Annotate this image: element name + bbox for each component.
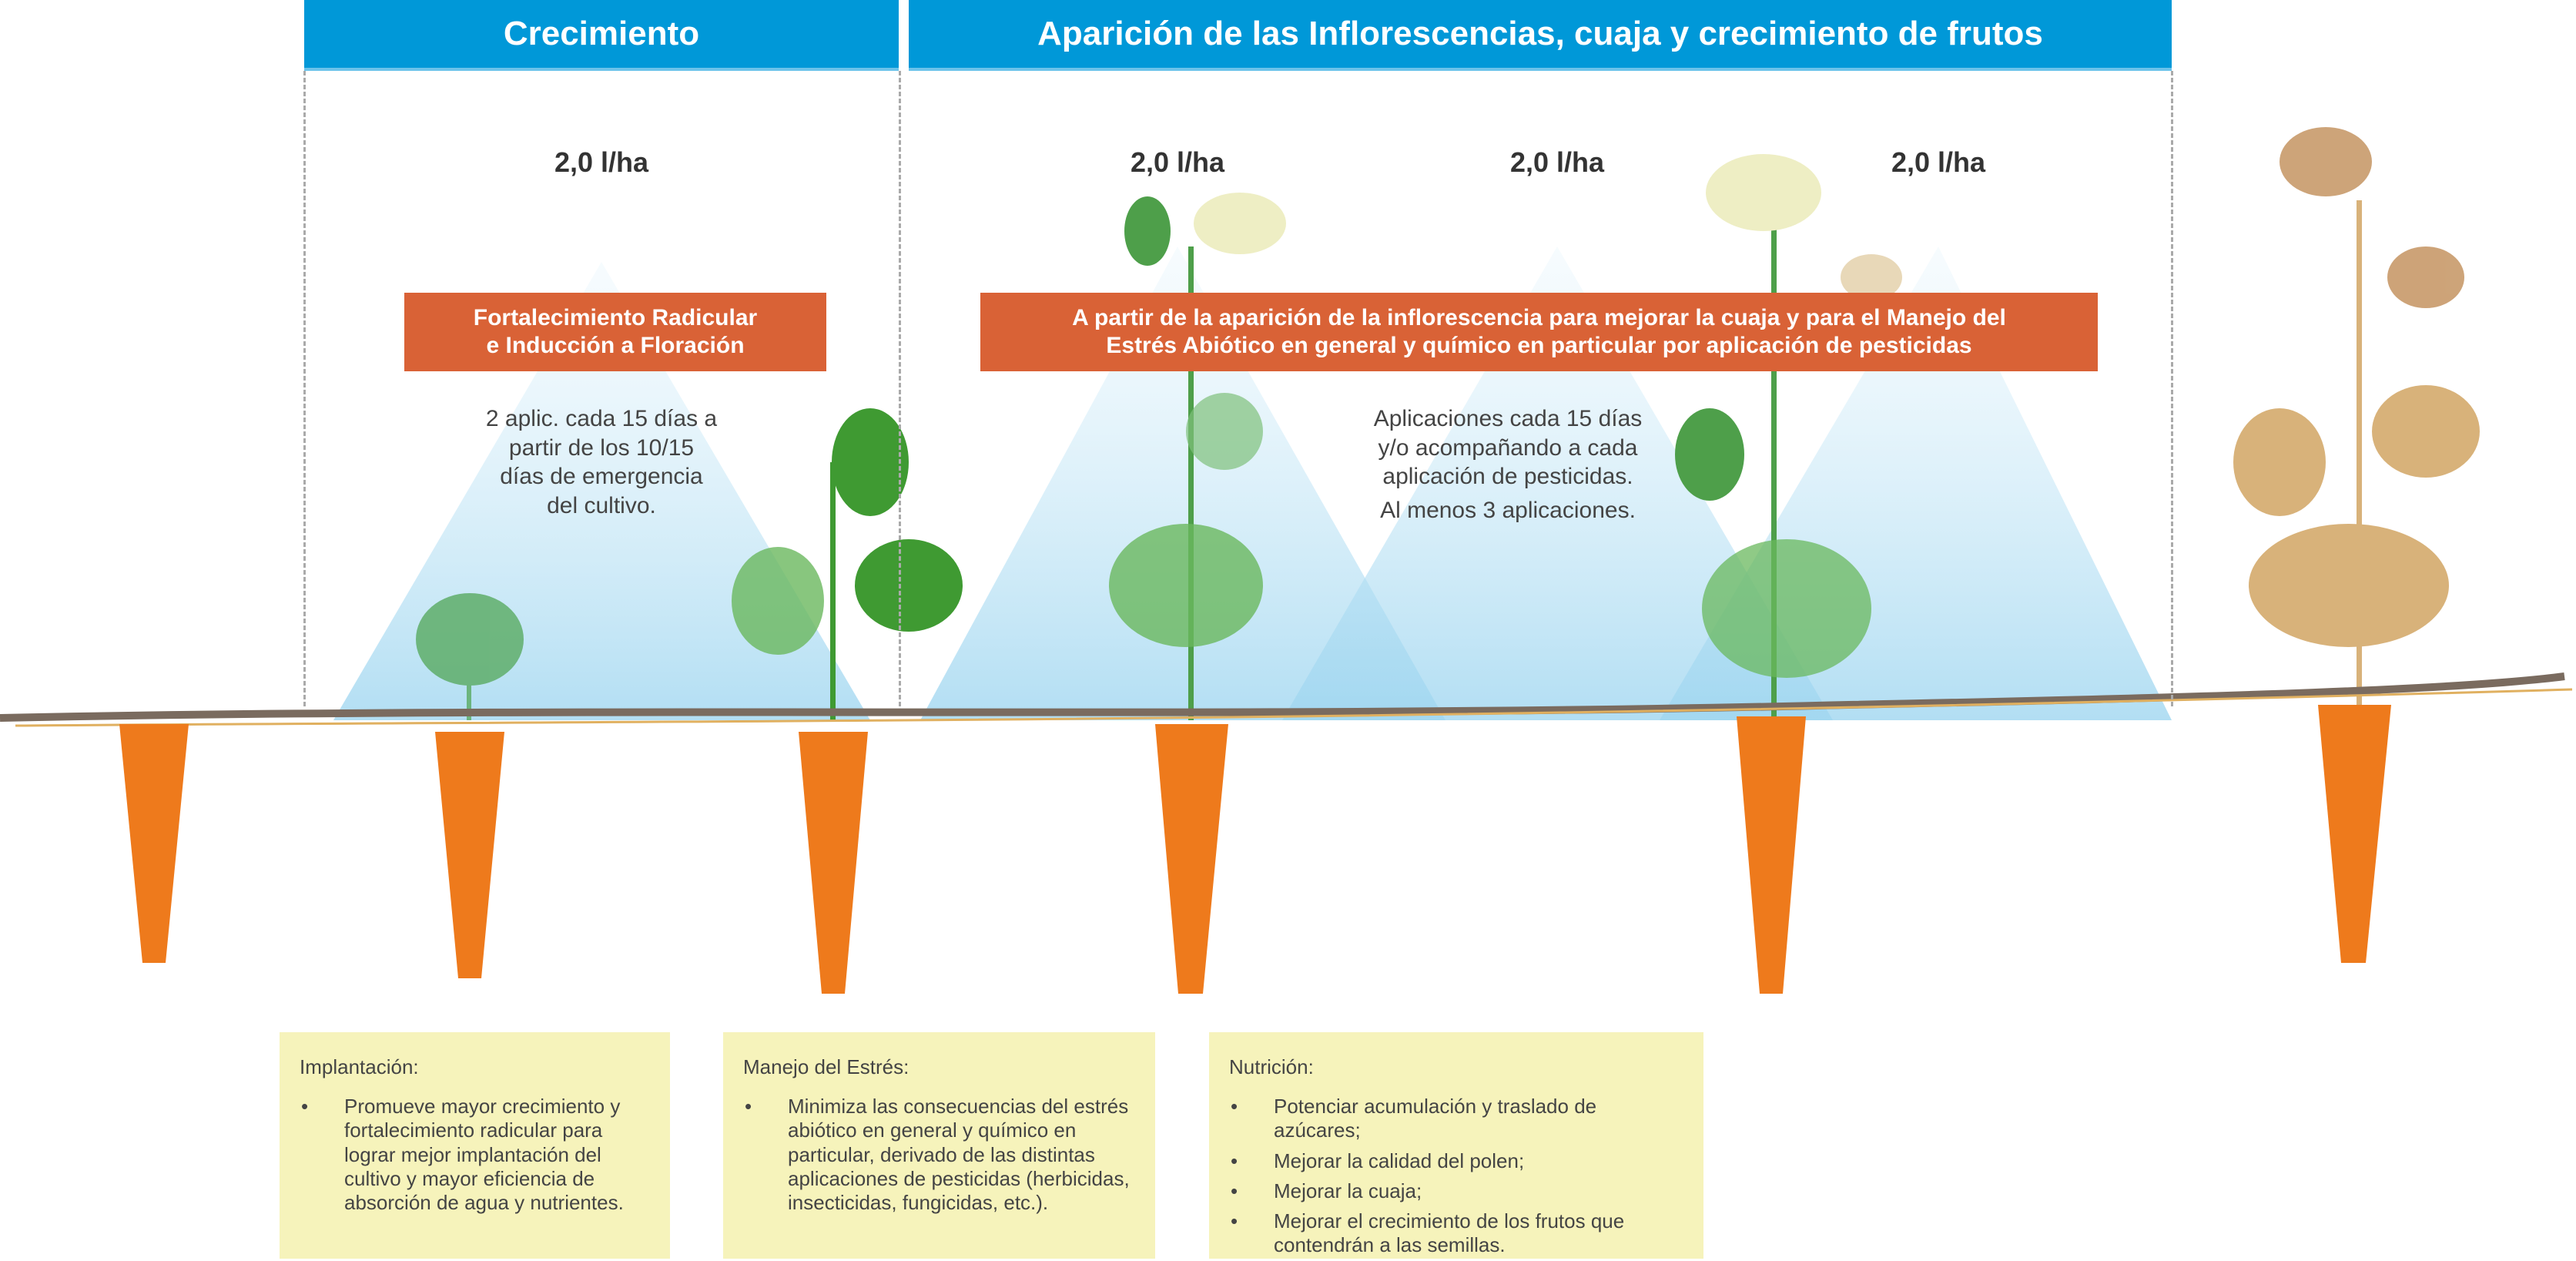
banner-line: A partir de la aparición de la infloresc…	[1072, 305, 2006, 330]
note-line: Aplicaciones cada 15 días	[1373, 406, 1643, 431]
info-box-implantation: Implantación: Promueve mayor crecimiento…	[280, 1032, 670, 1259]
info-box-title: Nutrición:	[1229, 1055, 1314, 1078]
info-box-stress: Manejo del Estrés: Minimiza las consecue…	[723, 1032, 1155, 1259]
plant-dry	[2233, 127, 2480, 720]
list-item: Minimiza las consecuencias del estrés ab…	[743, 1095, 1135, 1215]
list-item: Mejorar la cuaja;	[1229, 1179, 1683, 1203]
list-item: Promueve mayor crecimiento y fortalecimi…	[300, 1095, 650, 1215]
divider	[303, 71, 306, 706]
info-box-nutrition: Nutrición: Potenciar acumulación y trasl…	[1209, 1032, 1703, 1259]
root-application-note: 2 aplic. cada 15 días a partir de los 10…	[447, 404, 755, 520]
plant-fruiting	[1675, 154, 1902, 720]
spray-beam	[1282, 246, 1833, 720]
note-line: días de emergencia	[500, 464, 703, 489]
dose-label: 2,0 l/ha	[1891, 146, 1986, 178]
note-line: aplicación de pesticidas.	[1382, 464, 1633, 489]
carrot	[799, 732, 868, 994]
info-box-title: Implantación:	[300, 1055, 419, 1078]
plant-seedling	[416, 593, 524, 720]
spray-beam	[920, 246, 1445, 720]
note-line: 2 aplic. cada 15 días a	[485, 406, 718, 431]
stress-application-note: Aplicaciones cada 15 días y/o acompañand…	[1338, 404, 1677, 525]
carrots	[119, 705, 2391, 994]
carrot	[1155, 724, 1228, 994]
header-flowering: Aparición de las Inflorescencias, cuaja …	[909, 0, 2172, 71]
plant-flowering	[1109, 193, 1286, 720]
note-line: y/o acompañando a cada	[1378, 434, 1638, 461]
divider	[899, 71, 901, 706]
dose-label: 2,0 l/ha	[1509, 146, 1605, 178]
note-line: del cultivo.	[547, 492, 656, 518]
dose-label: 2,0 l/ha	[554, 146, 649, 178]
carrot	[1737, 716, 1806, 994]
plant-young	[732, 408, 963, 720]
banner-line: e Inducción a Floración	[486, 333, 745, 358]
info-box-title: Manejo del Estrés:	[743, 1055, 909, 1078]
header-growth: Crecimiento	[304, 0, 899, 71]
root-strengthening-banner: Fortalecimiento Radicular e Inducción a F…	[404, 293, 826, 371]
list-item: Potenciar acumulación y traslado de azúc…	[1229, 1095, 1683, 1142]
carrot	[119, 724, 189, 963]
banner-line: Estrés Abiótico en general y químico en …	[1106, 333, 1972, 358]
carrot	[2318, 705, 2391, 963]
carrot	[435, 732, 504, 978]
list-item: Mejorar la calidad del polen;	[1229, 1149, 1683, 1173]
stress-management-banner: A partir de la aparición de la infloresc…	[980, 293, 2098, 371]
banner-line: Fortalecimiento Radicular	[473, 305, 758, 330]
list-item: Mejorar el crecimiento de los frutos que…	[1229, 1209, 1683, 1257]
soil-line	[0, 672, 2565, 722]
dose-label: 2,0 l/ha	[1130, 146, 1225, 178]
note-line: partir de los 10/15	[508, 434, 695, 461]
divider	[2171, 71, 2173, 706]
note-line: Al menos 3 aplicaciones.	[1380, 497, 1636, 523]
